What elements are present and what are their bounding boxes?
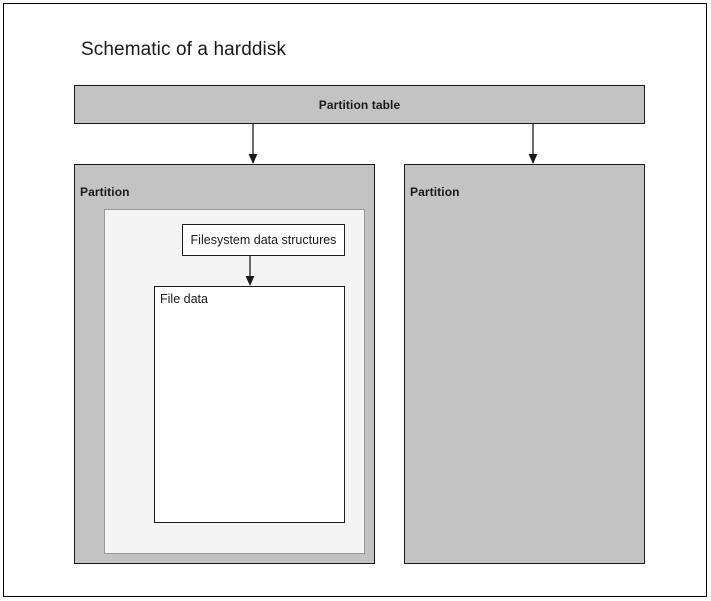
filesystem-data-structures-label: Filesystem data structures <box>190 233 337 247</box>
partition-label-1: Partition <box>80 185 130 199</box>
page-border-frame: Schematic of a harddisk Partition table … <box>3 3 707 597</box>
page-title: Schematic of a harddisk <box>81 39 287 60</box>
file-data-block[interactable]: File data <box>154 286 345 523</box>
partition-table-block[interactable]: Partition table <box>74 85 645 124</box>
arrow-filesystem-structures-to-file-data-icon <box>245 255 255 286</box>
partition-block-2[interactable]: Partition <box>404 164 645 564</box>
filesystem-data-structures-block[interactable]: Filesystem data structures <box>182 224 345 256</box>
partition-label-2: Partition <box>410 185 460 199</box>
partition-table-label: Partition table <box>318 97 401 112</box>
file-data-label: File data <box>160 292 208 306</box>
arrow-partition-table-to-partition-1-icon <box>248 123 258 164</box>
arrow-partition-table-to-partition-2-icon <box>528 123 538 164</box>
